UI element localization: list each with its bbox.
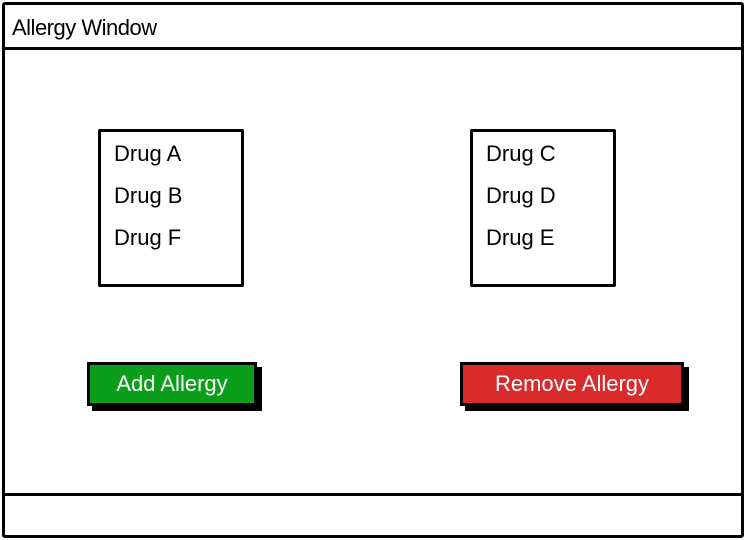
status-bar [5, 493, 741, 535]
list-item[interactable]: Drug B [114, 183, 183, 208]
add-allergy-button[interactable]: Add Allergy [87, 362, 257, 406]
allergy-list[interactable]: Drug A Drug B Drug F [98, 129, 244, 287]
window-title: Allergy Window [12, 15, 157, 40]
list-item[interactable]: Drug E [486, 225, 555, 250]
list-item[interactable]: Drug F [114, 225, 182, 250]
list-item[interactable]: Drug D [486, 183, 556, 208]
title-bar: Allergy Window [5, 5, 741, 50]
list-item[interactable]: Drug C [486, 141, 556, 166]
available-drug-list[interactable]: Drug C Drug D Drug E [470, 129, 616, 287]
remove-allergy-button[interactable]: Remove Allergy [460, 362, 684, 406]
list-item[interactable]: Drug A [114, 141, 182, 166]
